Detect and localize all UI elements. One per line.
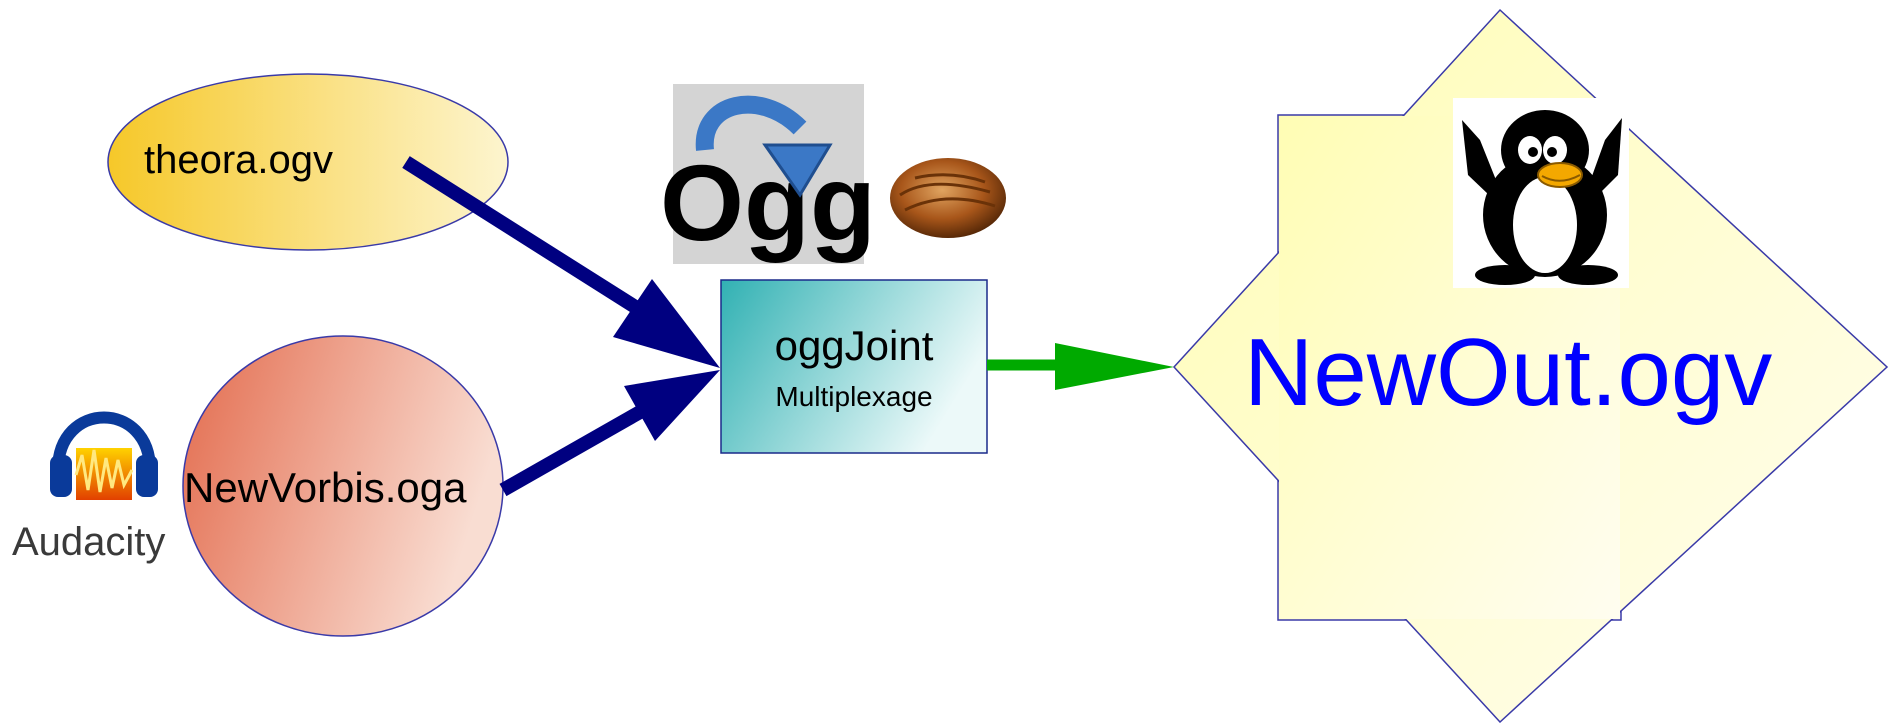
arrow-theora-to-joint <box>402 156 720 368</box>
vorbis-label: NewVorbis.oga <box>184 464 467 511</box>
svg-text:Ogg: Ogg <box>660 142 876 263</box>
arrow-joint-to-output <box>987 343 1174 390</box>
theora-node <box>107 73 509 251</box>
oggjoint-subtitle: Multiplexage <box>775 381 933 412</box>
ogg-logo-icon: Ogg <box>660 84 876 264</box>
audacity-headphones-icon <box>50 411 158 500</box>
theora-label: theora.ogv <box>144 138 334 182</box>
walnut-icon <box>890 158 1006 238</box>
oggjoint-node <box>720 279 988 454</box>
tux-penguin-icon <box>1453 98 1629 288</box>
arrow-vorbis-to-joint <box>499 370 720 497</box>
audacity-caption: Audacity <box>12 520 166 564</box>
output-label: NewOut.ogv <box>1244 319 1773 426</box>
oggjoint-title: oggJoint <box>774 322 934 369</box>
